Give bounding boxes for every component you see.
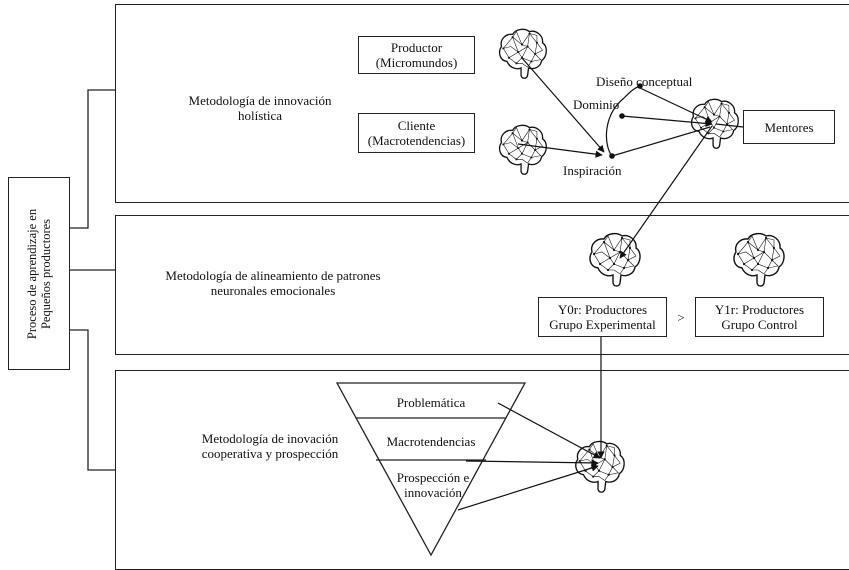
dominio-label: Dominio bbox=[573, 97, 620, 112]
productor-box: Productor (Micromundos) bbox=[358, 36, 475, 74]
cliente-box: Cliente (Macrotendencias) bbox=[358, 113, 475, 153]
funnel-macrotendencias: Macrotendencias bbox=[386, 434, 476, 449]
arrow-productor-to-inspiration bbox=[521, 57, 605, 153]
curve-inspiration-to-design bbox=[605, 85, 641, 157]
mentores-box: Mentores bbox=[743, 110, 835, 144]
line-inspiration-to-mentor bbox=[611, 126, 711, 157]
line-mentor-to-mentores bbox=[715, 123, 744, 128]
section-label-holistic: Metodología de innovación holística bbox=[188, 93, 332, 123]
diseno-conceptual-label: Diseño conceptual bbox=[596, 74, 693, 89]
funnel-problematica: Problemática bbox=[396, 395, 466, 410]
brain-icon-mentor bbox=[690, 98, 739, 149]
brain-icon-productor bbox=[498, 28, 547, 79]
arrow-prospeccion-to-brain bbox=[457, 464, 599, 511]
section-label-cooperative: Metodología de inovación cooperativa y p… bbox=[201, 431, 339, 461]
group-experimental-box: Y0r: Productores Grupo Experimental bbox=[538, 297, 667, 337]
arrow-mentor-to-experimental bbox=[619, 125, 713, 259]
section-label-alignment: Metodología de alineamiento de patrones … bbox=[165, 268, 381, 298]
group-control-box: Y1r: Productores Grupo Control bbox=[695, 297, 824, 337]
brain-icon-cliente bbox=[498, 124, 547, 175]
brain-icon-control bbox=[733, 232, 785, 287]
arrow-cliente-to-inspiration bbox=[517, 143, 603, 158]
comparator-sign: > bbox=[677, 310, 685, 325]
learning-process-box: Proceso de aprendizaje en Pequeños produ… bbox=[8, 177, 70, 370]
arrow-domain-to-mentor bbox=[621, 115, 713, 128]
funnel-prospeccion: Prospección e innovación bbox=[396, 470, 470, 500]
inspiracion-label: Inspiración bbox=[563, 163, 622, 178]
brain-icon-experimental bbox=[589, 232, 641, 287]
arrow-design-to-mentor bbox=[639, 87, 713, 123]
arrow-problematica-to-brain bbox=[497, 402, 601, 459]
arrow-macrotendencias-to-brain bbox=[465, 459, 599, 467]
